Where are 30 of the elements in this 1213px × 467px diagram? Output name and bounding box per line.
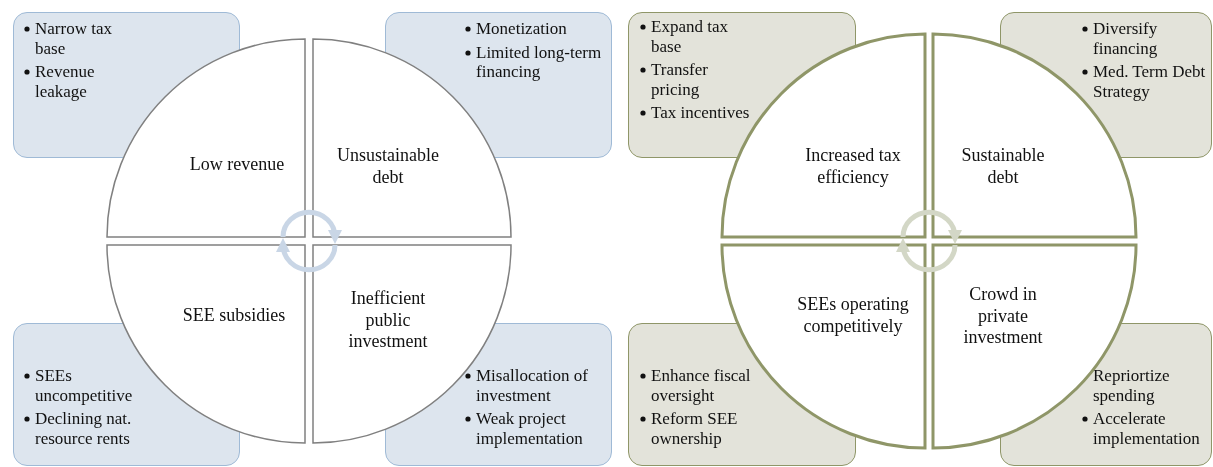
bullet-text: Accelerate implementation [1093, 409, 1200, 448]
bullet-text: Transfer pricing [651, 60, 708, 99]
segment-label: Increased tax efficiency [804, 145, 902, 189]
bullet-text: Reform SEE ownership [651, 409, 738, 448]
bullet-text: Med. Term Debt Strategy [1093, 62, 1206, 101]
segment-label: Low revenue [188, 154, 286, 176]
bullet-text: Enhance fiscal oversight [651, 366, 751, 405]
bullet-text: Revenue leakage [35, 62, 95, 101]
bullet-text: Tax incentives [651, 103, 750, 123]
cycle-arrow [900, 209, 962, 244]
bullet-text: Declining nat. resource rents [35, 409, 132, 448]
cycle-arrow [280, 209, 342, 244]
segment-label: Sustainable debt [960, 145, 1046, 189]
bullet-text: Limited long-term financing [476, 42, 602, 82]
bullet-text: Expand tax base [651, 17, 728, 56]
bullet-text: Narrow tax base [35, 19, 112, 58]
cycle-arrow [276, 238, 338, 273]
segment-label: Unsustainable debt [336, 145, 440, 189]
bullet-text: Weak project implementation [476, 409, 583, 448]
segment-label: Inefficient public investment [347, 287, 429, 353]
cycle-arrow [896, 238, 958, 273]
bullet-text: Monetization [476, 19, 567, 38]
segment-label: SEE subsidies [181, 305, 287, 327]
quadrant-segment [107, 39, 305, 237]
bullet-text: Misallocation of investment [476, 366, 588, 405]
bullet-text: Diversify financing [1093, 19, 1158, 58]
segment-label: SEEs operating competitively [796, 294, 910, 338]
segment-label: Crowd in private investment [962, 283, 1044, 349]
bullet-text: Repriortize spending [1093, 366, 1170, 405]
bullet-text: SEEs uncompetitive [35, 366, 133, 405]
